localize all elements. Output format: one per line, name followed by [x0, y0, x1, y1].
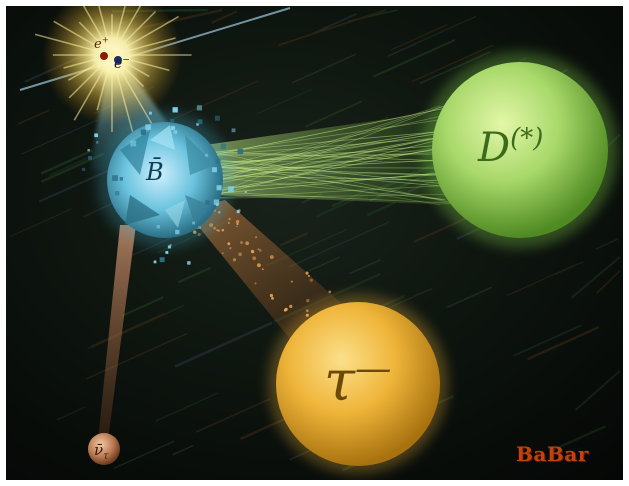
b-meson-label: B̄ [146, 160, 164, 184]
b-meson [107, 122, 223, 238]
tau-label: τ— [324, 354, 391, 410]
electron-label: e− [114, 57, 130, 71]
neutrino-label: ν̄τ [94, 443, 109, 458]
d-meson-label: D(*) [478, 128, 543, 168]
positron-dot [100, 52, 108, 60]
babar-logo: BaBar [516, 444, 589, 464]
positron-label: e+ [94, 38, 109, 51]
